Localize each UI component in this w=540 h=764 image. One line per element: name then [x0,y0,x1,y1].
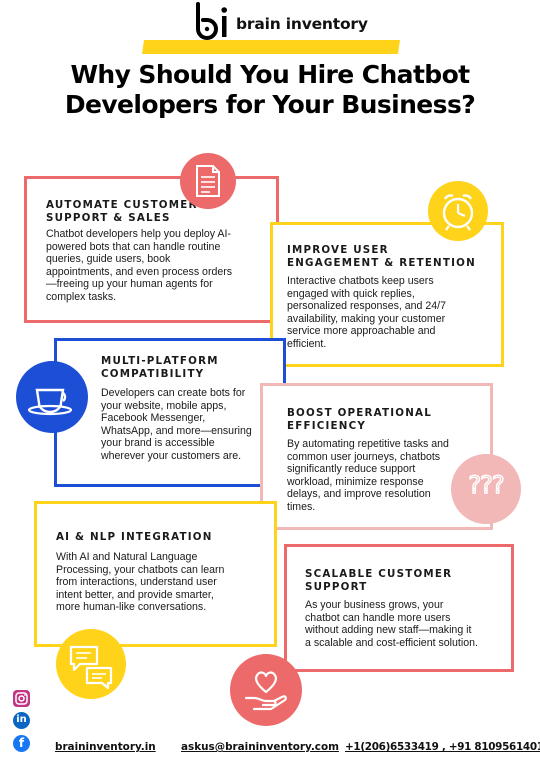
title-highlight-bar [142,40,400,54]
brand-name: brain inventory [236,15,368,33]
card-title: AI & NLP INTEGRATION [56,531,213,543]
brand-mark-icon [196,2,227,40]
linkedin-icon[interactable]: in [13,712,30,729]
brand-logo: brain inventory [192,2,368,40]
page-title: Why Should You Hire Chatbot Developers f… [64,60,476,119]
alarm-clock-icon [428,181,488,241]
phone-link[interactable]: +1(206)6533419 , +91 8109561401 [345,741,540,753]
email-link[interactable]: askus@braininventory.com [181,741,339,753]
card-body: Chatbot developers help you deploy AI-po… [46,228,233,303]
card-ai-nlp: AI & NLP INTEGRATION With AI and Natural… [34,501,277,647]
facebook-icon[interactable]: f [13,735,30,752]
heart-hand-icon [230,654,302,726]
facebook-glyph: f [18,736,25,750]
linkedin-glyph: in [16,714,27,725]
coffee-cup-icon [16,361,88,433]
document-icon [180,153,236,209]
question-marks-glyphs: ??? [468,470,506,499]
website-link[interactable]: braininventory.in [55,741,156,753]
chat-bubbles-icon [56,629,126,699]
instagram-icon[interactable] [13,690,30,707]
question-marks-icon: ??? [451,454,521,524]
